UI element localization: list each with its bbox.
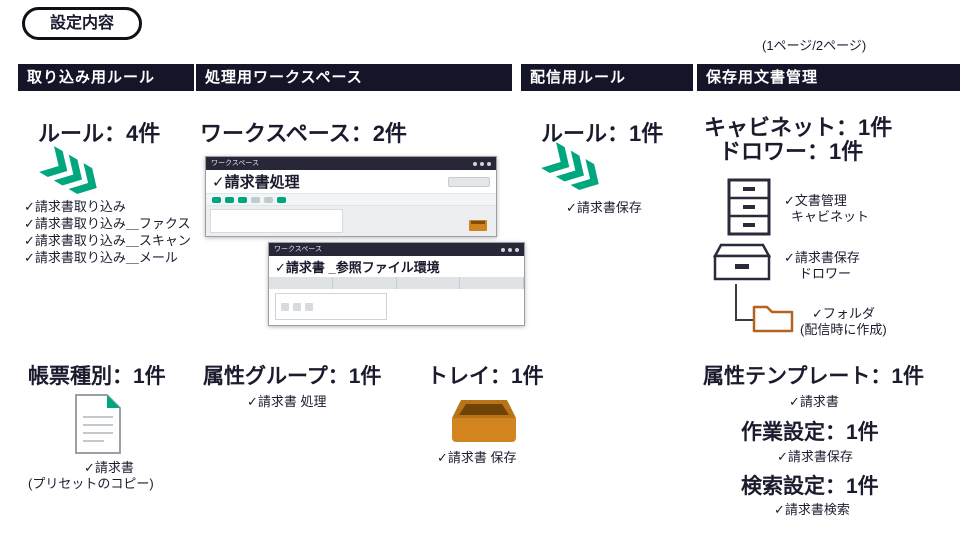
delivery-rule-item: ✓請求書保存 [566, 200, 642, 215]
triple-chevron-icon [541, 142, 617, 203]
document-icon [74, 393, 122, 460]
search-setting-count-title: 検索設定：1件 [741, 475, 879, 498]
window-controls-icon [473, 161, 491, 166]
tray-count-title: トレイ：1件 [427, 365, 544, 388]
column-header-import-rules: 取り込み用ルール [18, 64, 194, 91]
workspace-screenshot-2: ワークスペース ✓請求書 _参照ファイル環境 [268, 242, 525, 326]
workspace-name-heading: ✓請求書 _参照ファイル環境 [269, 256, 524, 277]
work-setting-count-title: 作業設定：1件 [741, 421, 879, 444]
import-rule-item: ✓請求書取り込み＿ファクス [24, 216, 191, 231]
cabinet-count-title: キャビネット：1件 [704, 115, 893, 140]
drawer-item-line1: ✓請求書保存 [784, 250, 860, 265]
attr-template-count-title: 属性テンプレート：1件 [703, 365, 925, 388]
delivery-rules-count-title: ルール：1件 [541, 121, 664, 146]
import-rule-item: ✓請求書取り込み [24, 199, 126, 214]
import-rule-item: ✓請求書取り込み＿スキャン [24, 233, 191, 248]
workspace-toolbar [206, 193, 496, 206]
tray-icon-small [469, 220, 487, 231]
attr-group-item: ✓請求書 処理 [247, 394, 327, 409]
file-list-panel [275, 293, 387, 320]
tray-icon [452, 398, 516, 447]
page-title-badge: 設定内容 [22, 7, 143, 40]
attr-template-item: ✓請求書 [789, 394, 839, 409]
cabinet-icon [727, 178, 771, 241]
window-title: ワークスペース [211, 160, 259, 167]
import-rules-count-title: ルール：4件 [38, 121, 161, 146]
form-type-count-title: 帳票種別：1件 [28, 365, 166, 388]
tray-item: ✓請求書 保存 [437, 450, 517, 465]
cabinet-item-line1: ✓文書管理 [784, 193, 847, 208]
import-rule-item: ✓請求書取り込み＿メール [24, 250, 178, 265]
folder-icon [752, 300, 794, 339]
folder-item-line2: (配信時に作成) [800, 322, 887, 337]
window-controls-icon [501, 247, 519, 252]
workspace-count-title: ワークスペース：2件 [200, 121, 407, 146]
page-indicator: (1ページ/2ページ) [762, 38, 867, 53]
drawer-count-title: ドロワー：1件 [719, 139, 864, 164]
window-titlebar: ワークスペース [269, 243, 524, 256]
column-header-delivery-rules: 配信用ルール [521, 64, 693, 91]
search-setting-item: ✓請求書検索 [774, 502, 850, 517]
column-header-processing-workspace: 処理用ワークスペース [196, 64, 512, 91]
workspace-name-text: ✓請求書処理 [212, 174, 300, 191]
workspace-name-heading: ✓請求書処理 [206, 170, 496, 193]
attr-group-count-title: 属性グループ：1件 [203, 365, 382, 388]
connector-line [735, 284, 753, 321]
workspace-screenshot-1: ワークスペース ✓請求書処理 [205, 156, 497, 237]
form-type-note: (プリセットのコピー) [28, 476, 154, 491]
workspace-name-text: ✓請求書 _参照ファイル環境 [275, 260, 440, 275]
triple-chevron-icon [39, 146, 115, 207]
column-header-storage-doc-management: 保存用文書管理 [697, 64, 960, 91]
window-title: ワークスペース [274, 246, 322, 253]
workspace-side-panel [210, 209, 344, 233]
drawer-item-line2: ドロワー [799, 266, 852, 281]
window-button-placeholder [448, 176, 490, 187]
workspace-content-area [206, 206, 496, 236]
workspace-content-area [269, 289, 524, 325]
work-setting-item: ✓請求書保存 [777, 449, 853, 464]
drawer-icon [712, 242, 772, 287]
cabinet-item-line2: キャビネット [791, 209, 870, 224]
table-header-row [269, 277, 524, 289]
folder-item-line1: ✓フォルダ [812, 306, 875, 321]
form-type-item: ✓請求書 [84, 460, 134, 475]
window-titlebar: ワークスペース [206, 157, 496, 170]
